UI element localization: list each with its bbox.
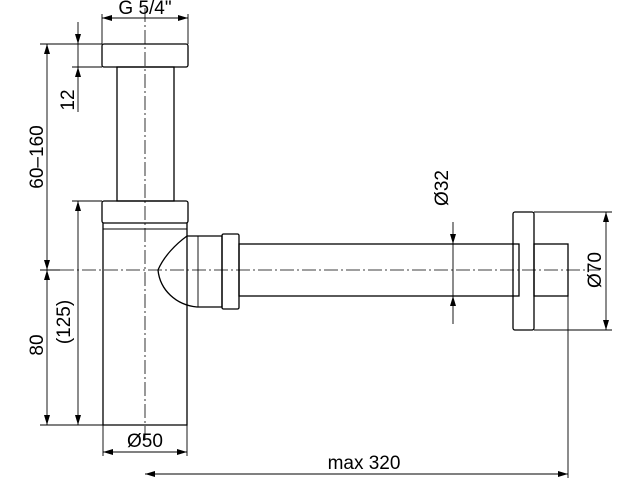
max-length-label: max 320 — [328, 453, 401, 474]
body-diameter-label: Ø50 — [127, 431, 163, 452]
flange-diameter-label: Ø70 — [585, 252, 606, 288]
bottle-body — [102, 223, 188, 426]
cap-height-label: 12 — [58, 89, 79, 110]
height-range-label: 60–160 — [27, 125, 48, 188]
flange-diameter-dimension: Ø70 — [534, 211, 612, 331]
outlet-elbow — [157, 235, 223, 308]
body-diameter-dimension: Ø50 — [102, 425, 188, 456]
outlet-nut — [221, 233, 240, 310]
pipe-diameter-label: Ø32 — [432, 170, 453, 206]
height-range-dimension: 60–160 — [27, 43, 102, 271]
inlet-tube — [116, 66, 175, 202]
drain-pipe — [238, 243, 520, 297]
body-height-alt-dimension: (125) — [54, 200, 102, 425]
pipe-diameter-dimension: Ø32 — [432, 170, 456, 324]
flange-collar — [533, 243, 569, 297]
siphon-body — [101, 43, 569, 426]
max-length-dimension: max 320 — [145, 296, 569, 478]
wall-flange — [512, 211, 535, 331]
body-height-alt-label: (125) — [54, 300, 75, 344]
body-height-dimension: 80 — [27, 270, 103, 426]
cap-height-dimension: 12 — [58, 22, 102, 112]
thread-label: G 5/4" — [118, 0, 171, 19]
coupling-nut — [101, 200, 189, 224]
thread-dimension: G 5/4" — [101, 0, 189, 44]
body-height-label: 80 — [27, 334, 48, 355]
center-lines — [60, 8, 600, 440]
